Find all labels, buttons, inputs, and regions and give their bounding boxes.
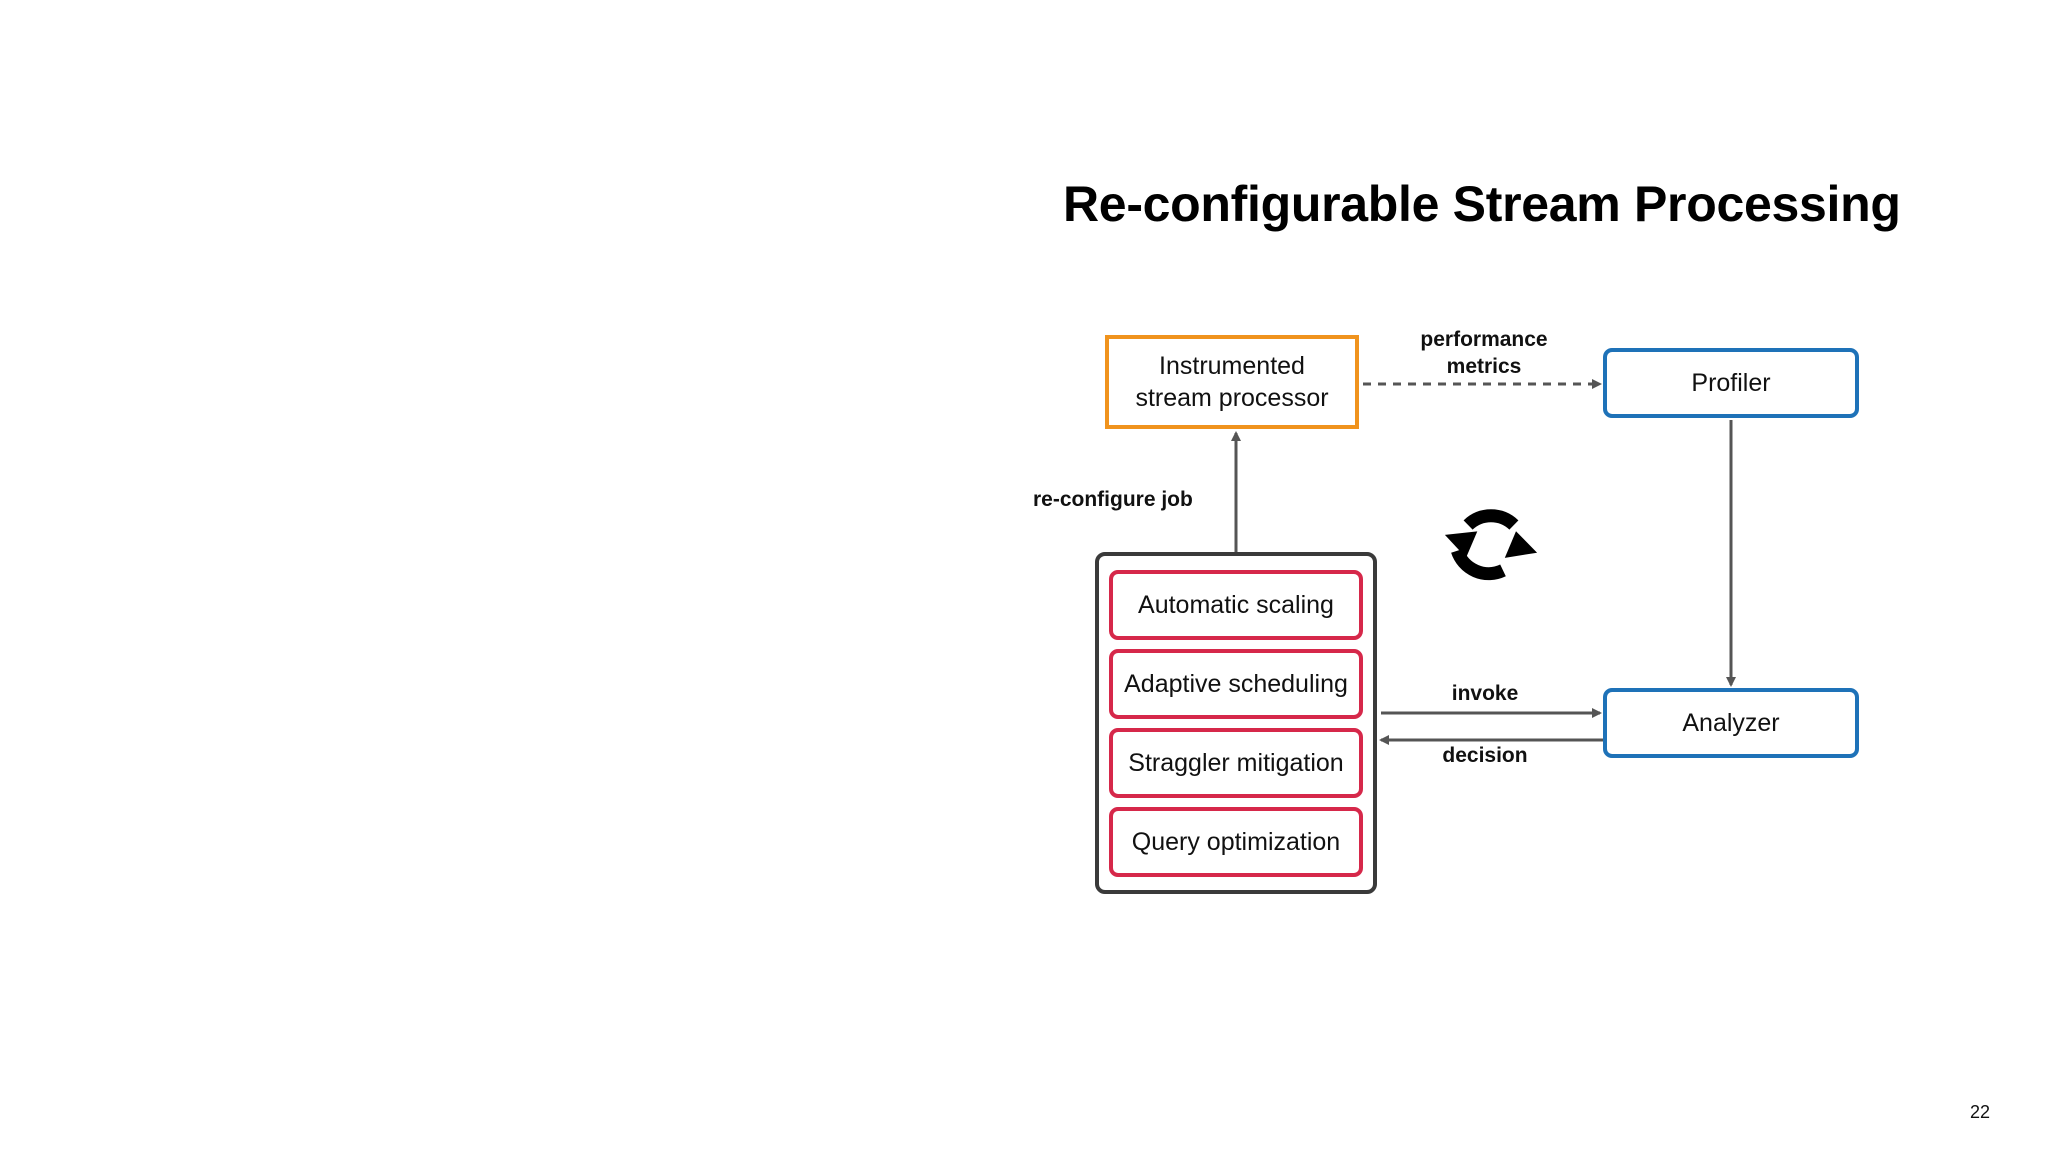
reconfiguration-strategies-group	[1095, 552, 1377, 894]
profiler-node: Profiler	[1603, 348, 1859, 418]
performance-metrics-label: performance metrics	[1420, 328, 1548, 378]
invoke-label: invoke	[1451, 682, 1519, 705]
refresh-cycle-icon	[1444, 509, 1538, 581]
slide-title: Re-configurable Stream Processing	[1063, 176, 1901, 232]
decision-label: decision	[1442, 744, 1528, 767]
strategy-straggler-mitigation: Straggler mitigation	[1109, 728, 1363, 798]
page-number: 22	[1969, 1102, 1990, 1122]
reconfigure-job-label: re-configure job	[1033, 488, 1193, 511]
analyzer-node: Analyzer	[1603, 688, 1859, 758]
strategy-query-optimization: Query optimization	[1109, 807, 1363, 877]
strategy-automatic-scaling: Automatic scaling	[1109, 570, 1363, 640]
instrumented-stream-processor-node: Instrumented stream processor	[1105, 335, 1359, 429]
strategy-adaptive-scheduling: Adaptive scheduling	[1109, 649, 1363, 719]
